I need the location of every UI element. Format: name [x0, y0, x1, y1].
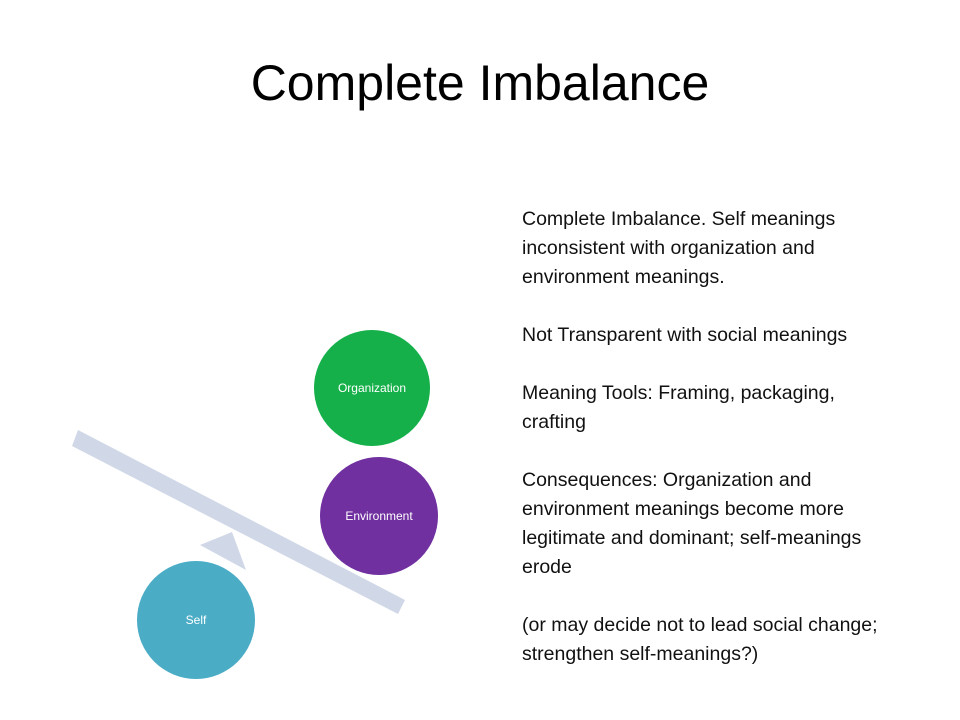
self-label: Self	[186, 613, 207, 627]
slide-title: Complete Imbalance	[250, 55, 710, 111]
environment-node: Environment	[320, 457, 438, 575]
organization-circle	[314, 330, 430, 446]
environment-circle	[320, 457, 438, 575]
paragraph-alternative: (or may decide not to lead social change…	[522, 614, 878, 665]
self-circle	[137, 561, 255, 679]
fulcrum	[200, 532, 246, 570]
environment-label: Environment	[345, 509, 413, 523]
self-node: Self	[137, 561, 255, 679]
paragraph-meaning-tools: Meaning Tools: Framing, packaging, craft…	[522, 382, 835, 433]
organization-label: Organization	[338, 381, 406, 395]
organization-node: Organization	[314, 330, 430, 446]
paragraph-transparency: Not Transparent with social meanings	[522, 324, 848, 346]
paragraph-consequences: Consequences: Organization and environme…	[522, 469, 862, 578]
balance-beam	[72, 430, 405, 614]
paragraph-summary: Complete Imbalance. Self meanings incons…	[522, 208, 836, 288]
description-text: Complete Imbalance. Self meanings incons…	[522, 205, 902, 669]
